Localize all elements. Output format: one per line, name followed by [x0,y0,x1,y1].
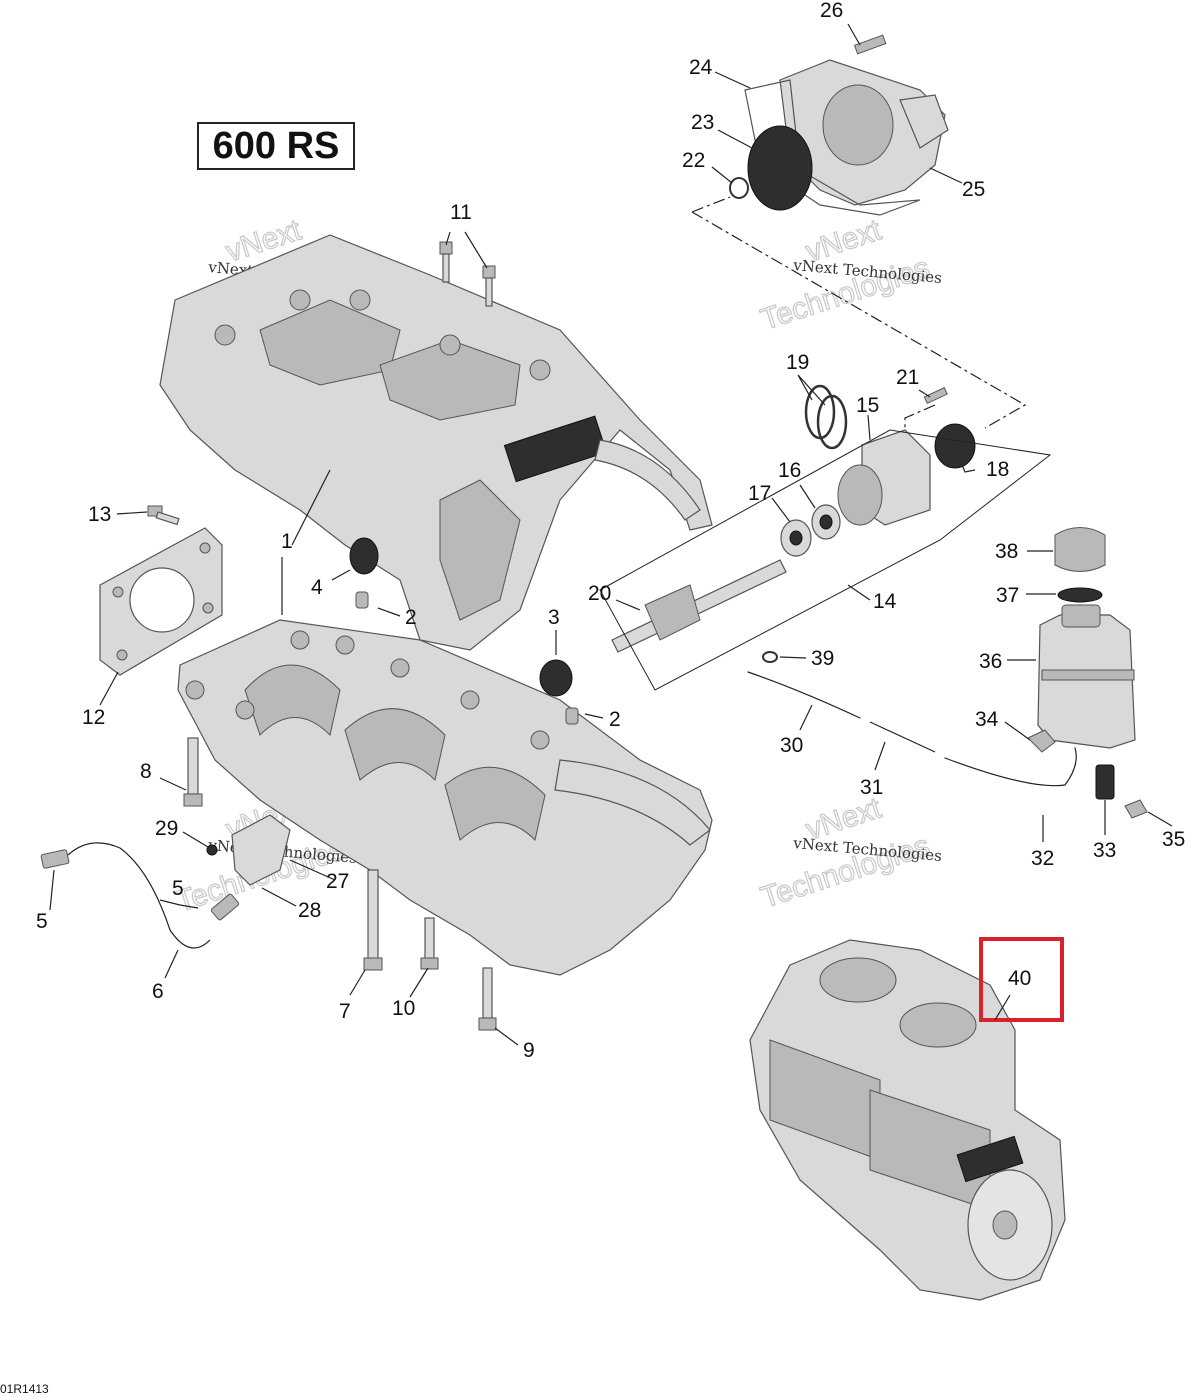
water-pump-housing-part [779,34,949,206]
screw-13-part [147,505,180,526]
callout-26: 26 [820,0,843,22]
callout-29: 29 [155,817,178,840]
oil-reservoir-part [1037,527,1136,749]
callout-39: 39 [811,647,834,670]
callout-5: 5 [36,910,48,933]
callout-21: 21 [896,366,919,389]
gasket-part [99,527,223,676]
clip-39-part [762,651,778,663]
model-title: 600 RS [197,122,355,170]
clamp-34-part [1027,729,1056,753]
lower-crankcase-part [177,619,713,976]
watermark-top-right: vNext Technologies vNext Technologies [756,213,942,337]
callout-12: 12 [82,706,105,729]
callout-1: 1 [281,530,293,553]
clamp-35-part [1124,799,1148,819]
cover-part [231,814,291,886]
callout-24: 24 [689,56,713,79]
callout-4: 4 [311,576,323,599]
drawing-reference-code: 01R1413 [0,1382,49,1396]
callout-16: 16 [778,459,801,482]
callout-8: 8 [140,760,152,783]
callout-23: 23 [691,111,714,134]
callout-10: 10 [392,997,415,1020]
callout-31: 31 [860,776,883,799]
callout-38: 38 [995,540,1018,563]
callout-36: 36 [979,650,1002,673]
callout-32: 32 [1031,847,1054,870]
seal-4-part [349,537,379,575]
callout-13: 13 [88,503,111,526]
callout-27: 27 [326,870,349,893]
bolts-11-part [439,241,496,307]
watermark-bottom-right: vNext Technologies vNext Technologies [756,791,942,915]
callout-14: 14 [873,590,897,613]
callout-22: 22 [682,149,705,172]
callout-37: 37 [996,584,1019,607]
callout-40: 40 [1008,967,1031,990]
o-ring-part [729,177,749,199]
callout-25: 25 [962,178,985,201]
callout-28: 28 [298,899,321,922]
dowel-pin-part [565,707,579,725]
dashed-link [904,404,936,430]
hose-32-part [944,747,1077,787]
highlight-box-40 [979,937,1064,1022]
sensor-cable-part [40,842,240,949]
fitting-31-part [869,721,936,753]
callout-19: 19 [786,351,809,374]
upper-crankcase-part [159,234,713,651]
callout-9: 9 [523,1039,535,1062]
callout-6: 6 [152,980,164,1003]
callout-18: 18 [986,458,1009,481]
callout-labels: 1 2 2 3 4 5 5 6 7 8 9 10 11 12 13 14 15 … [36,0,1185,1062]
callout-20: 20 [588,582,611,605]
hose-33-part [1095,764,1115,800]
shaft-group-frame [599,429,1052,691]
dashed-link [691,211,1027,429]
seal-3-part [539,659,573,697]
callout-11: 11 [450,201,472,224]
callout-15: 15 [856,394,879,417]
callout-30: 30 [780,734,803,757]
callout-7: 7 [339,1000,351,1023]
hose-30-part [747,671,861,719]
callout-35: 35 [1162,828,1185,851]
callout-5: 5 [172,877,184,900]
impeller-part [747,125,813,211]
callout-2: 2 [609,708,621,731]
dowel-pin-part [355,591,369,609]
callout-33: 33 [1093,839,1116,862]
shaft-assembly-part [611,384,976,653]
leader-lines [49,23,1173,1046]
callout-17: 17 [748,482,771,505]
engine-assembly-part [749,939,1066,1301]
callout-34: 34 [975,708,999,731]
bolts-lower-part [183,737,497,1031]
screw-29-part [206,844,218,856]
callout-3: 3 [548,606,560,629]
dashed-link [691,196,731,213]
callout-2: 2 [405,606,417,629]
